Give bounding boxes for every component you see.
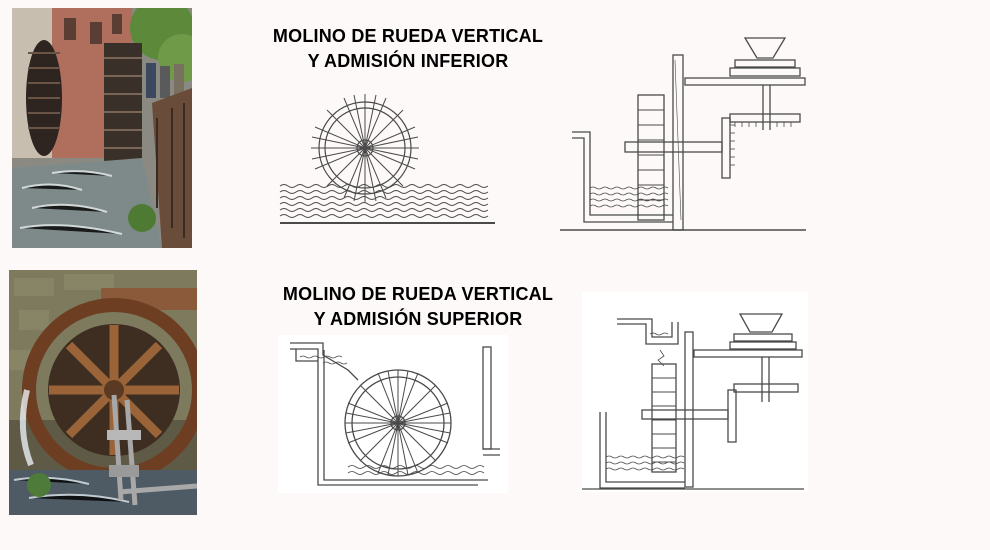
title-line: MOLINO DE RUEDA VERTICAL xyxy=(272,26,544,46)
overshot-wheel-diagram xyxy=(278,335,508,493)
diagram-title-inferior: MOLINO DE RUEDA VERTICAL Y ADMISIÓN INFE… xyxy=(252,24,564,74)
title-line: MOLINO DE RUEDA VERTICAL xyxy=(282,284,554,304)
undershot-mill-mechanism xyxy=(560,30,822,235)
overshot-mill-mechanism xyxy=(582,292,808,492)
diagram-title-superior: MOLINO DE RUEDA VERTICAL Y ADMISIÓN SUPE… xyxy=(262,282,574,332)
title-line: Y ADMISIÓN INFERIOR xyxy=(307,51,509,71)
watermill-photo-inferior xyxy=(12,8,192,248)
title-line: Y ADMISIÓN SUPERIOR xyxy=(313,309,523,329)
undershot-wheel-diagram xyxy=(275,80,505,235)
watermill-photo-superior xyxy=(9,270,197,515)
